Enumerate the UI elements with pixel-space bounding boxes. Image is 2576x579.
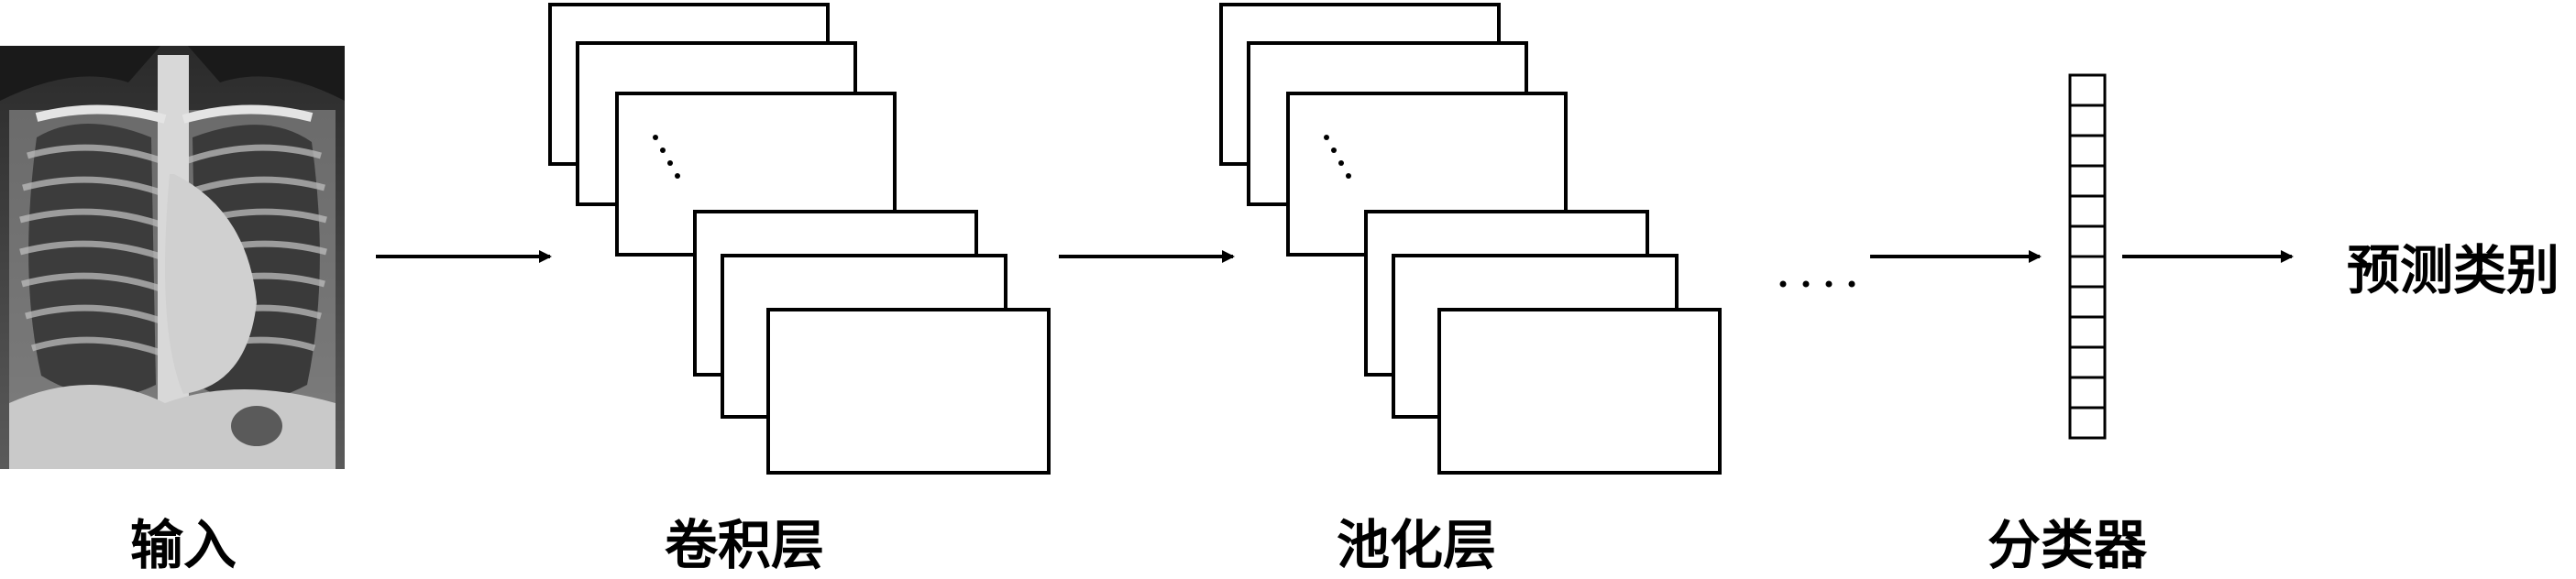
classifier-cell	[2068, 134, 2107, 168]
label-predicted-class: 预测类别	[2347, 239, 2560, 301]
stage-ellipsis	[1779, 280, 1855, 288]
label-conv-layer: 卷积层	[664, 514, 825, 576]
classifier-cell	[2068, 406, 2107, 440]
classifier-cell	[2068, 164, 2107, 198]
cnn-architecture-diagram	[0, 3, 2294, 475]
chest-xray-image	[0, 46, 345, 469]
classifier-vector	[2068, 73, 2107, 440]
label-input: 输入	[129, 514, 237, 576]
classifier-cell	[2068, 73, 2107, 107]
pool-layer-feature-maps	[1219, 3, 1722, 475]
classifier-cell	[2068, 224, 2107, 258]
conv-layer-ellipsis	[653, 135, 680, 179]
classifier-cell	[2068, 376, 2107, 410]
label-classifier: 分类器	[1987, 514, 2148, 576]
label-pool-layer: 池化层	[1336, 514, 1497, 576]
conv-layer-feature-maps	[548, 3, 1051, 475]
classifier-cell	[2068, 285, 2107, 319]
classifier-cell	[2068, 194, 2107, 228]
classifier-cell	[2068, 104, 2107, 137]
pool-layer-ellipsis	[1324, 135, 1351, 179]
classifier-cell	[2068, 345, 2107, 379]
classifier-cell	[2068, 315, 2107, 349]
classifier-cell	[2068, 255, 2107, 289]
